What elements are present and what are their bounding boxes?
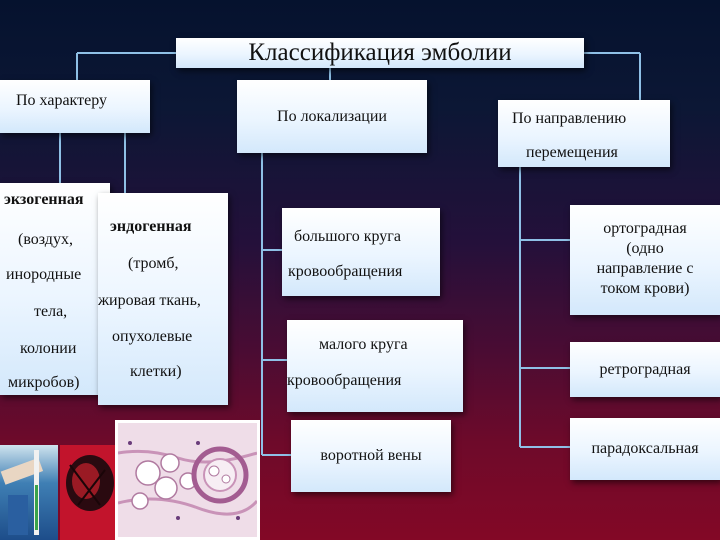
- page-title: Классификация эмболии: [248, 39, 511, 67]
- exogenous-line-5: микробов): [8, 374, 79, 392]
- paradoxical-box: парадоксальная: [570, 418, 720, 480]
- orthograde-line-2: (одно: [570, 239, 720, 259]
- category-direction-line1: По направлению: [512, 110, 626, 128]
- orthograde-line-1: ортоградная: [570, 219, 720, 239]
- category-character-label: По характеру: [16, 92, 107, 110]
- title-box: Классификация эмболии: [176, 38, 584, 68]
- exogenous-line-1: (воздух,: [18, 231, 73, 249]
- endogenous-line-4: клетки): [130, 363, 182, 381]
- small-circle-line-2: кровообращения: [287, 372, 401, 390]
- category-direction-line2: перемещения: [526, 144, 618, 162]
- category-localization-box: По локализации: [237, 80, 427, 153]
- syringe-icon: [0, 445, 58, 540]
- histology-image: [118, 423, 257, 537]
- endogenous-box: эндогенная (тромб, жировая ткань, опухол…: [98, 193, 228, 405]
- big-circle-line-2: кровообращения: [288, 263, 402, 281]
- endogenous-title: эндогенная: [110, 218, 191, 236]
- exogenous-box: экзогенная (воздух, инородные тела, коло…: [0, 183, 110, 395]
- small-circle-line-1: малого круга: [319, 336, 408, 354]
- exogenous-line-2: инородные: [6, 266, 81, 284]
- exogenous-line-3: тела,: [34, 303, 67, 321]
- category-direction-box: По направлению перемещения: [498, 100, 670, 167]
- organ-icon: [60, 445, 115, 540]
- exogenous-title: экзогенная: [4, 191, 84, 209]
- orthograde-line-4: током крови): [570, 279, 720, 299]
- category-character-box: По характеру: [0, 80, 150, 133]
- endogenous-line-3: опухолевые: [112, 328, 192, 346]
- histology-photo: [115, 420, 260, 540]
- endogenous-line-1: (тромб,: [128, 255, 178, 273]
- small-circle-box: малого круга кровообращения: [287, 320, 463, 412]
- paradoxical-label: парадоксальная: [591, 440, 698, 458]
- exogenous-line-4: колонии: [20, 340, 76, 358]
- endogenous-line-2: жировая ткань,: [98, 292, 201, 310]
- injection-photo: [0, 445, 58, 540]
- portal-vein-label: воротной вены: [320, 447, 421, 465]
- orthograde-line-3: направление с: [570, 259, 720, 279]
- organ-photo: [60, 445, 115, 540]
- category-localization-label: По локализации: [277, 108, 387, 126]
- retrograde-box: ретроградная: [570, 342, 720, 397]
- retrograde-label: ретроградная: [599, 361, 690, 379]
- portal-vein-box: воротной вены: [291, 420, 451, 492]
- orthograde-box: ортоградная (одно направление с током кр…: [570, 205, 720, 315]
- big-circle-line-1: большого круга: [294, 228, 401, 246]
- big-circle-box: большого круга кровообращения: [282, 208, 440, 296]
